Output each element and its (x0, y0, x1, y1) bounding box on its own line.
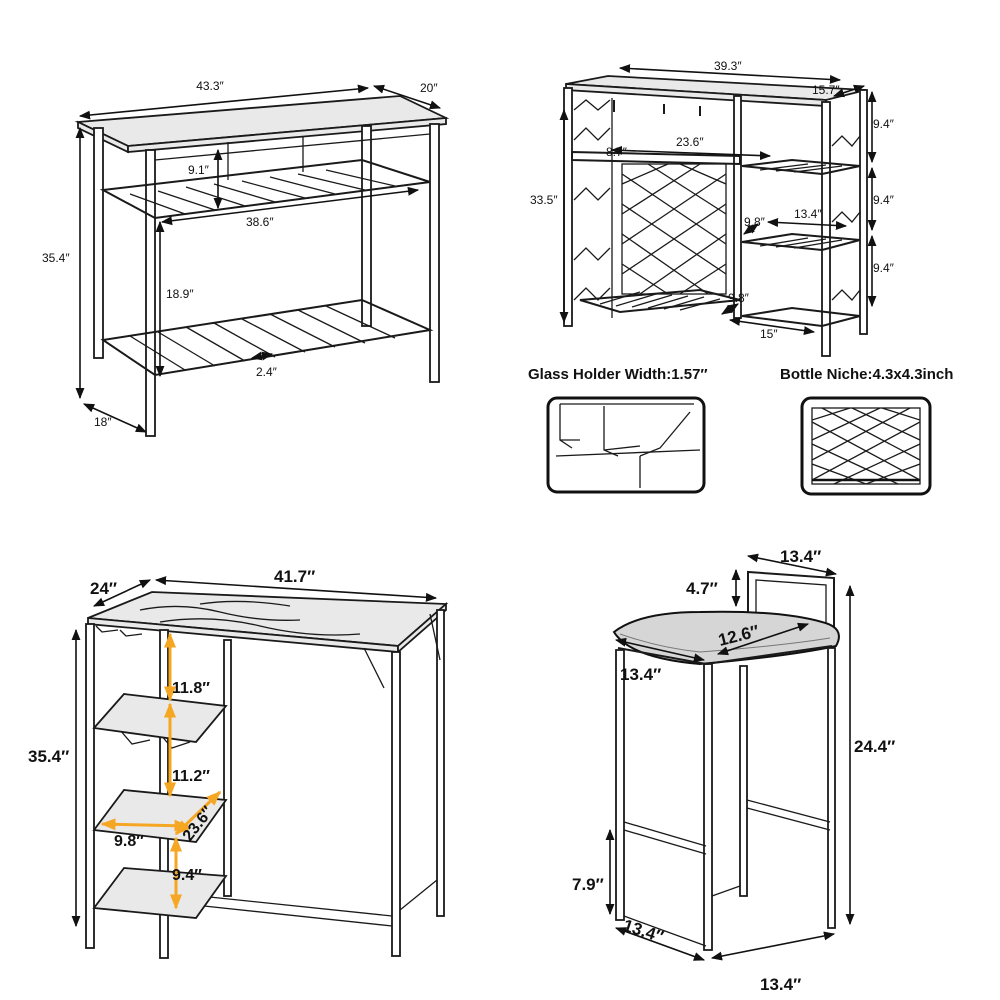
island-height-label: 35.4″ (42, 251, 70, 265)
bartable-depth-label: 24″ (90, 579, 117, 598)
glass-holder-caption: Glass Holder Width:1.57″ (528, 366, 708, 383)
cabinet-side-shelf (741, 232, 861, 252)
cabinet-depth-label: 15.7″ (812, 83, 840, 97)
bottle-niche-caption: Bottle Niche:4.3x4.3inch (780, 366, 953, 383)
stool-drawing: 13.4″ 4.7″ 12.6″ 13.4″ 24.4″ 7.9″ 13.4″ … (572, 547, 895, 994)
bartable-leg (223, 639, 232, 897)
cabinet-row3-label: 9.4″ (873, 261, 895, 275)
island-drawing: 43.3″ 20″ 35.4″ 18″ 9.1″ 38.6″ 18.9″ 2.4… (42, 79, 450, 437)
cabinet-left-depth-label: 8.7″ (606, 145, 628, 159)
island-leg (361, 125, 372, 327)
cabinet-side-width-label: 13.4″ (794, 207, 822, 221)
bartable-width-label: 41.7″ (274, 567, 315, 586)
stool-base-width-label: 13.4″ (760, 975, 801, 994)
island-slat-gap-label: 2.4″ (256, 365, 278, 379)
bartable-drawing: 41.7″ 24″ 35.4″ 11.8″ 11.2″ 9.8″ 23.6″ 9… (28, 567, 449, 959)
island-base-depth-label: 18″ (94, 415, 112, 429)
cabinet-bottle-lattice (621, 163, 727, 295)
island-width-label: 43.3″ (196, 79, 224, 93)
stool-back-width-label: 13.4″ (780, 547, 821, 566)
stool-leg (739, 665, 748, 897)
island-lower-shelf (100, 298, 434, 377)
island-upper-shelf (99, 158, 431, 220)
cabinet-bottom-width-label: 15″ (760, 327, 778, 341)
cabinet-row1-label: 9.4″ (873, 117, 895, 131)
bartable-shelf2-label: 11.2″ (172, 768, 210, 785)
bartable-shelf3-label: 9.4″ (172, 867, 202, 884)
bartable-shelf1-label: 11.8″ (172, 680, 210, 697)
cabinet-side-shelf (741, 306, 861, 328)
cabinet-bottom-depth-label: 9.8″ (728, 291, 750, 305)
bartable-shelf (92, 867, 228, 919)
cabinet-side-depth-label: 9.8″ (744, 215, 766, 229)
stool-seat-depth-label: 13.4″ (620, 665, 661, 684)
glass-holder-detail (546, 396, 706, 494)
cabinet-width-label: 39.3″ (714, 59, 742, 73)
cabinet-leg (563, 87, 573, 327)
bartable-height-label: 35.4″ (28, 747, 69, 766)
cabinet-height-label: 33.5″ (530, 193, 558, 207)
cabinet-drawing: 39.3″ 15.7″ 33.5″ 9.4″ 9.4″ 9.4″ 23.6″ 8… (530, 59, 895, 357)
island-shelf-width-label: 38.6″ (246, 215, 274, 229)
island-leg (145, 149, 156, 437)
island-upper-gap-label: 9.1″ (188, 163, 210, 177)
bartable-shelf (92, 693, 228, 743)
cabinet-side-shelf (741, 158, 861, 176)
bartable-leg (85, 623, 95, 949)
cabinet-row2-label: 9.4″ (873, 193, 895, 207)
island-leg (93, 127, 104, 359)
cabinet-mid-width-label: 23.6″ (676, 135, 704, 149)
island-depth-label: 20″ (420, 81, 438, 95)
stool-leg (615, 649, 625, 921)
bartable-leg (391, 651, 401, 957)
cabinet-bottom-shelf (579, 288, 741, 314)
cabinet-leg (733, 95, 742, 319)
island-leg (429, 123, 440, 383)
bottle-niche-detail (800, 396, 932, 496)
stool-leg (827, 647, 836, 929)
stool-height-label: 24.4″ (854, 737, 895, 756)
bartable-shelf-depth-label: 9.8″ (114, 833, 144, 850)
stool-leg (703, 663, 713, 951)
stool-footrest-height-label: 7.9″ (572, 875, 604, 894)
stool-back-height-label: 4.7″ (686, 579, 718, 598)
stool-base-depth-label: 13.4″ (621, 916, 666, 947)
island-lower-gap-label: 18.9″ (166, 287, 194, 301)
cabinet-leg (821, 101, 831, 357)
cabinet-leg (859, 89, 868, 335)
bartable-leg (436, 609, 445, 917)
